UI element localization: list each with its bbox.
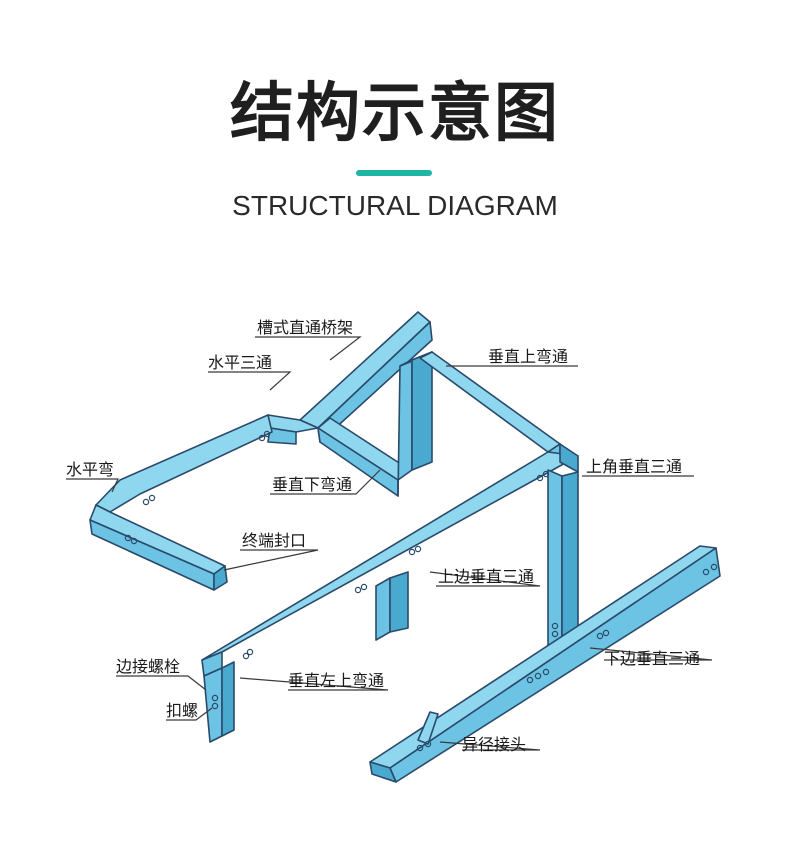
label-horizontal-elbow: 水平弯: [66, 460, 114, 479]
leader-upper-edge-tee: [429, 571, 541, 587]
leader-end-cap: [223, 549, 319, 571]
leader-lower-edge-tee: [589, 647, 713, 661]
reducer-joint: [417, 711, 439, 745]
bolt-hole: [526, 676, 534, 684]
bolt-hole: [551, 630, 559, 638]
label-nut: 扣螺: [166, 701, 198, 720]
bolt-hole: [124, 534, 132, 542]
bolt-hole: [596, 632, 604, 640]
leader-nut: [166, 707, 213, 721]
bolt-hole: [551, 622, 559, 630]
leader-horizontal-elbow: [66, 478, 119, 493]
bolt-hole: [263, 430, 271, 438]
label-side-bolt: 边接螺栓: [116, 657, 180, 676]
bolt-hole: [702, 568, 710, 576]
lower-run-end: [369, 761, 397, 783]
bolt-hole: [242, 652, 250, 660]
title-accent-bar: [356, 170, 432, 176]
label-upper-corner-tee: 上角垂直三通: [586, 457, 682, 476]
leader-reducer: [439, 741, 541, 751]
left-drop-face: [221, 661, 235, 737]
mid-support-front: [375, 577, 391, 641]
leader-lines: [66, 336, 713, 751]
horizontal-tee-side: [267, 427, 297, 445]
bolt-hole: [710, 563, 718, 571]
upper-corner-tee-face: [559, 443, 579, 473]
leader-vertical-down-elbow: [270, 469, 381, 495]
bolt-hole: [246, 648, 254, 656]
leader-side-bolt: [116, 675, 207, 691]
label-upper-edge-tee: 上边垂直三通: [438, 567, 534, 586]
label-reducer: 异径接头: [462, 735, 526, 754]
label-vertical-down-elbow: 垂直下弯通: [272, 475, 352, 494]
page-subtitle: STRUCTURAL DIAGRAM: [232, 190, 558, 221]
label-vertical-up-elbow: 垂直上弯通: [488, 347, 568, 366]
vertical-post-face: [411, 351, 433, 471]
tray-structure: [89, 311, 721, 783]
label-left-upper-elbow: 垂直左上弯通: [288, 671, 384, 690]
corner-post-face: [561, 471, 579, 641]
page-title: 结构示意图: [230, 77, 560, 151]
bolt-hole: [416, 744, 424, 752]
bolt-hole: [258, 434, 266, 442]
label-straight-tray: 槽式直通桥架: [257, 318, 353, 337]
upper-run-top: [419, 351, 561, 453]
bolt-hole: [148, 494, 156, 502]
label-horizontal-tee: 水平三通: [208, 353, 272, 372]
mid-support-face: [389, 571, 409, 633]
bolt-hole: [536, 474, 544, 482]
leader-straight-tray: [255, 336, 362, 361]
leader-left-upper-elbow: [239, 677, 389, 691]
bolt-hole: [534, 672, 542, 680]
bolt-hole: [130, 537, 138, 545]
bolt-holes: [124, 430, 718, 752]
leader-horizontal-tee: [208, 371, 292, 391]
bolt-hole: [542, 668, 550, 676]
label-lower-edge-tee: 下边垂直三通: [604, 649, 700, 668]
left-run-top: [95, 414, 273, 513]
bolt-hole: [542, 470, 550, 478]
label-end-cap: 终端封口: [242, 531, 306, 550]
bolt-hole: [142, 498, 150, 506]
bolt-hole: [360, 583, 368, 591]
bolt-hole: [211, 694, 219, 702]
bolt-hole: [408, 548, 416, 556]
bolt-hole: [211, 702, 219, 710]
bolt-hole: [414, 545, 422, 553]
vertical-post-front: [397, 359, 413, 497]
bolt-hole: [424, 740, 432, 748]
bolt-hole: [602, 629, 610, 637]
bolt-hole: [354, 586, 362, 594]
end-cap: [213, 565, 228, 591]
